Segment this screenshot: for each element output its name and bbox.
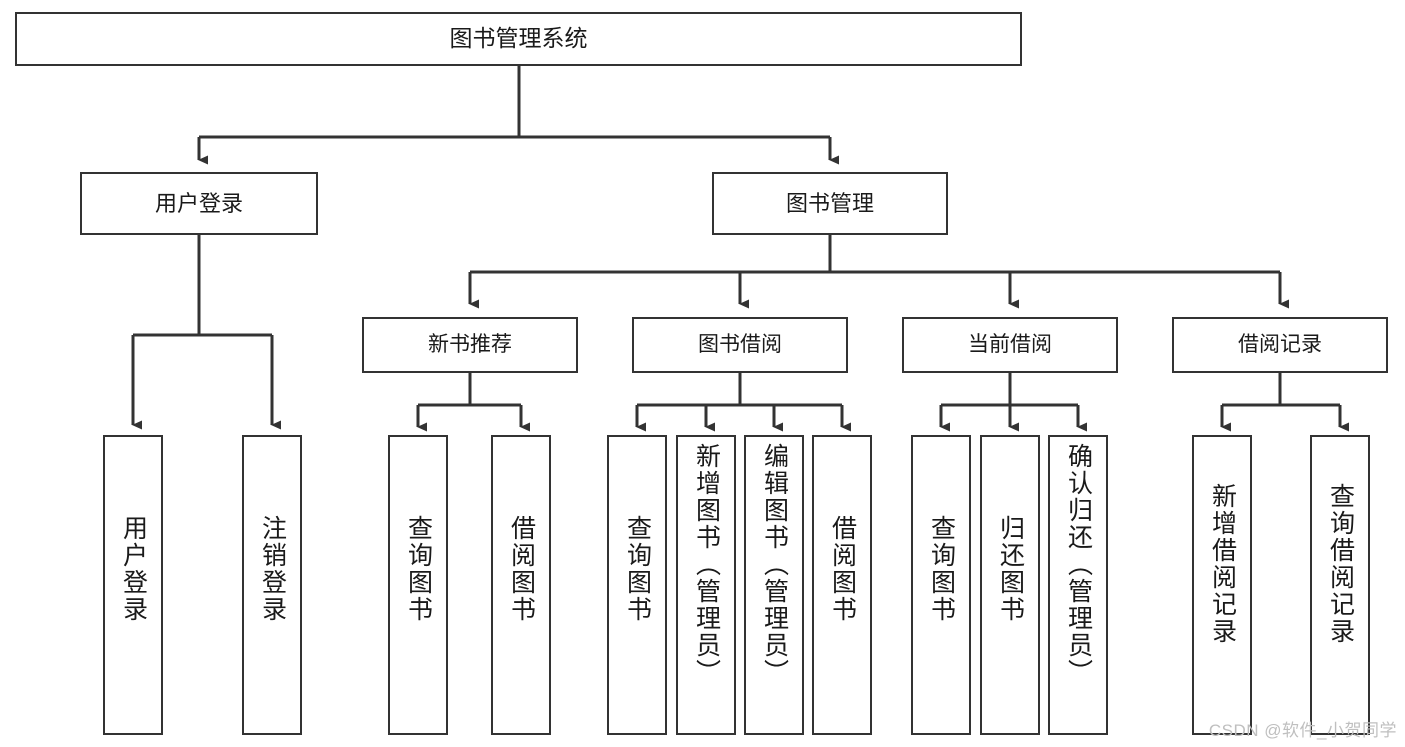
node-current-borrow-label: 当前借阅 (968, 332, 1052, 356)
node-borrow-record-label: 借阅记录 (1238, 332, 1322, 356)
node-current-borrow[interactable]: 当前借阅 (902, 317, 1118, 373)
node-book-borrow[interactable]: 图书借阅 (632, 317, 848, 373)
node-leaf-add-book-label: 新增图书（管理员） (692, 443, 721, 686)
node-book-manage-label: 图书管理 (785, 190, 874, 216)
node-leaf-query-record-label: 查询借阅记录 (1326, 483, 1355, 645)
node-leaf-borrow-book-1-label: 借阅图书 (507, 515, 536, 623)
watermark: CSDN @软件_小贺同学 (1208, 721, 1397, 740)
node-leaf-confirm-return[interactable]: 确认归还（管理员） (1048, 435, 1108, 735)
node-leaf-return-book[interactable]: 归还图书 (980, 435, 1040, 735)
node-leaf-query-record[interactable]: 查询借阅记录 (1310, 435, 1370, 735)
node-leaf-logout-label: 注销登录 (258, 515, 287, 623)
node-book-manage[interactable]: 图书管理 (712, 172, 948, 235)
node-root[interactable]: 图书管理系统 (15, 12, 1022, 66)
node-leaf-query-book-2-label: 查询图书 (623, 515, 652, 623)
node-leaf-add-book[interactable]: 新增图书（管理员） (676, 435, 736, 735)
node-leaf-borrow-book-2[interactable]: 借阅图书 (812, 435, 872, 735)
node-user-login-label: 用户登录 (154, 190, 243, 216)
node-leaf-logout[interactable]: 注销登录 (242, 435, 302, 735)
node-leaf-user-login[interactable]: 用户登录 (103, 435, 163, 735)
node-user-login[interactable]: 用户登录 (80, 172, 318, 235)
node-new-book-recommend-label: 新书推荐 (428, 332, 512, 356)
node-leaf-query-book-1-label: 查询图书 (404, 515, 433, 623)
node-root-label: 图书管理系统 (449, 25, 588, 52)
node-leaf-add-record-label: 新增借阅记录 (1208, 483, 1237, 645)
node-leaf-return-book-label: 归还图书 (996, 515, 1025, 623)
node-leaf-borrow-book-1[interactable]: 借阅图书 (491, 435, 551, 735)
node-leaf-edit-book-label: 编辑图书（管理员） (760, 443, 789, 686)
node-leaf-edit-book[interactable]: 编辑图书（管理员） (744, 435, 804, 735)
node-leaf-query-book-3-label: 查询图书 (927, 515, 956, 623)
node-book-borrow-label: 图书借阅 (698, 332, 782, 356)
node-leaf-add-record[interactable]: 新增借阅记录 (1192, 435, 1252, 735)
node-leaf-query-book-1[interactable]: 查询图书 (388, 435, 448, 735)
node-borrow-record[interactable]: 借阅记录 (1172, 317, 1388, 373)
node-new-book-recommend[interactable]: 新书推荐 (362, 317, 578, 373)
node-leaf-query-book-3[interactable]: 查询图书 (911, 435, 971, 735)
node-leaf-query-book-2[interactable]: 查询图书 (607, 435, 667, 735)
node-leaf-confirm-return-label: 确认归还（管理员） (1064, 443, 1093, 686)
node-leaf-borrow-book-2-label: 借阅图书 (828, 515, 857, 623)
node-leaf-user-login-label: 用户登录 (119, 515, 148, 623)
